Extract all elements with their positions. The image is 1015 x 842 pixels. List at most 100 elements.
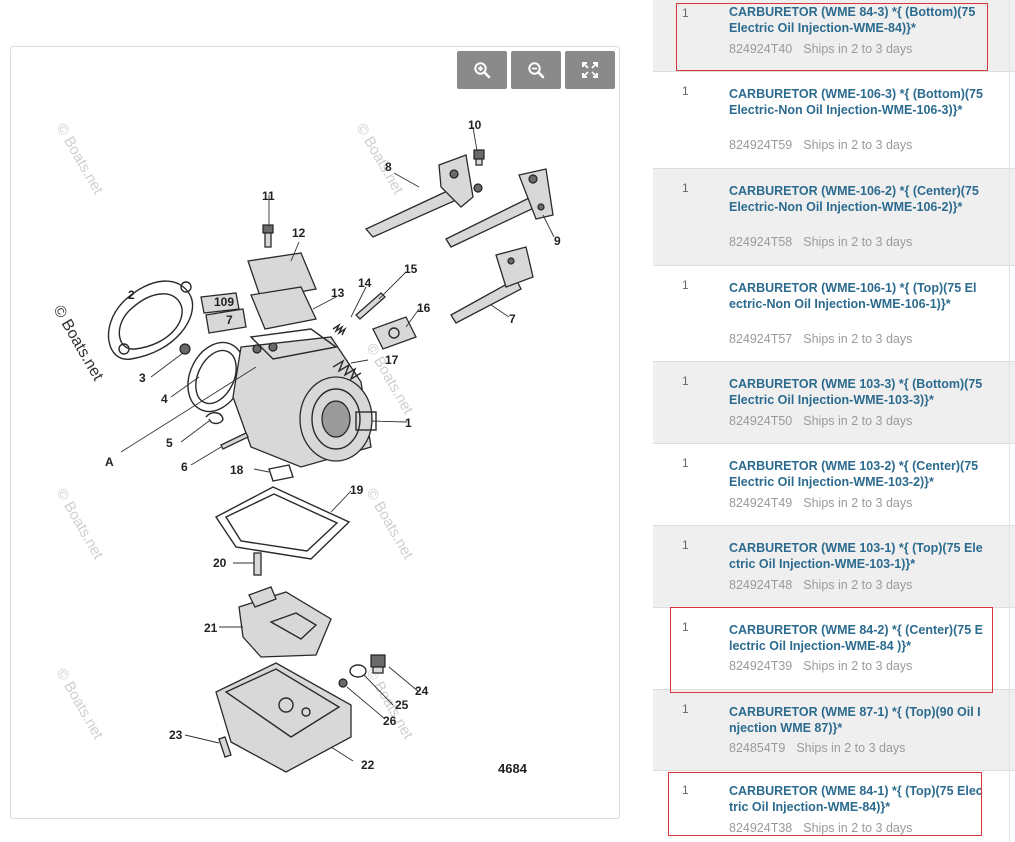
- part-7-shaft: [450, 246, 534, 324]
- part-sku: 824924T57: [729, 332, 793, 346]
- part-20-pin: [253, 552, 262, 576]
- callout-12: 12: [292, 226, 306, 240]
- part-meta: 824924T40 Ships in 2 to 3 days: [729, 42, 912, 56]
- callout-8: 8: [385, 160, 392, 174]
- part-17-spring: [332, 359, 362, 381]
- part-19-gasket: [214, 486, 351, 560]
- row-edge: [1009, 0, 1015, 71]
- part-11-screw: [262, 224, 274, 248]
- callout-23: 23: [169, 728, 183, 742]
- exploded-parts-diagram: © Boats.net © Boats.net © Boats.net © Bo…: [50, 118, 561, 776]
- plate-number: 4684: [498, 761, 528, 776]
- zoom-in-icon: [474, 62, 491, 79]
- part-5-clip: [205, 412, 224, 425]
- callout-7: 7: [509, 312, 516, 326]
- callout-14: 14: [358, 276, 372, 290]
- callout-17: 17: [385, 353, 399, 367]
- qty-value: 1: [682, 456, 689, 470]
- part-sku: 824924T58: [729, 235, 793, 249]
- row-edge: [1009, 771, 1015, 842]
- list-item[interactable]: 1 CARBURETOR (WME 87-1) *{ (Top)(90 Oil …: [653, 690, 1015, 771]
- part-meta: 824924T38 Ships in 2 to 3 days: [729, 821, 912, 835]
- callout-labels: 1 2 3 4 5 6 7 8 9 10 11 12 13 14 15 16 1…: [105, 118, 561, 776]
- part-9-shaft: [445, 168, 554, 248]
- ship-time: Ships in 2 to 3 days: [803, 496, 913, 510]
- tag-b-label: 7: [226, 313, 233, 327]
- callout-25: 25: [395, 698, 409, 712]
- part-15-screw: [355, 292, 386, 320]
- ship-time: Ships in 2 to 3 days: [803, 332, 913, 346]
- row-edge: [1009, 526, 1015, 607]
- part-title-link[interactable]: CARBURETOR (WME 103-2) *{ (Center)(75 El…: [729, 459, 979, 489]
- qty-value: 1: [682, 783, 689, 797]
- part-sku: 824924T49: [729, 496, 793, 510]
- watermark-1: © Boats.net: [53, 121, 107, 198]
- callout-4: 4: [161, 392, 168, 406]
- leader-lines: [150, 126, 555, 762]
- zoom-out-button[interactable]: [511, 51, 561, 89]
- callout-1: 1: [405, 416, 412, 430]
- watermark-2: © Boats.net: [353, 121, 407, 198]
- ship-time: Ships in 2 to 3 days: [803, 659, 913, 673]
- part-3-fitting: [179, 343, 191, 355]
- part-sku: 824924T39: [729, 659, 793, 673]
- part-16-cover: [372, 316, 417, 350]
- ship-time: Ships in 2 to 3 days: [803, 138, 913, 152]
- zoom-out-icon: [528, 62, 545, 79]
- callout-16: 16: [417, 301, 431, 315]
- list-item[interactable]: 1 CARBURETOR (WME 84-3) *{ (Bottom)(75 E…: [653, 0, 1015, 72]
- part-14-spring: [332, 322, 347, 336]
- callout-26: 26: [383, 714, 397, 728]
- part-title-link[interactable]: CARBURETOR (WME 84-1) *{ (Top)(75 Electr…: [729, 784, 983, 814]
- part-10-screw: [473, 149, 485, 166]
- list-item[interactable]: 1 CARBURETOR (WME 103-3) *{ (Bottom)(75 …: [653, 362, 1015, 444]
- ship-time: Ships in 2 to 3 days: [796, 741, 906, 755]
- list-item[interactable]: 1 CARBURETOR (WME 84-1) *{ (Top)(75 Elec…: [653, 771, 1015, 842]
- part-title-link[interactable]: CARBURETOR (WME 87-1) *{ (Top)(90 Oil In…: [729, 705, 981, 735]
- ship-time: Ships in 2 to 3 days: [803, 821, 913, 835]
- part-title-link[interactable]: CARBURETOR (WME 84-2) *{ (Center)(75 Ele…: [729, 623, 983, 653]
- zoom-controls: [457, 51, 615, 89]
- watermark-dark: © Boats.net: [50, 303, 107, 385]
- part-18-gasket: [268, 464, 294, 482]
- ship-time: Ships in 2 to 3 days: [803, 414, 913, 428]
- part-meta: 824924T39 Ships in 2 to 3 days: [729, 659, 912, 673]
- list-item[interactable]: 1 CARBURETOR (WME-106-3) *{ (Bottom)(75 …: [653, 72, 1015, 169]
- callout-a-line: [120, 366, 257, 453]
- zoom-in-button[interactable]: [457, 51, 507, 89]
- list-item[interactable]: 1 CARBURETOR (WME 84-2) *{ (Center)(75 E…: [653, 608, 1015, 690]
- part-sku: 824924T40: [729, 42, 793, 56]
- part-meta: 824924T59 Ships in 2 to 3 days: [729, 138, 912, 152]
- row-edge: [1009, 690, 1015, 770]
- list-item[interactable]: 1 CARBURETOR (WME 103-1) *{ (Top)(75 Ele…: [653, 526, 1015, 608]
- part-6-pin: [220, 432, 249, 450]
- part-meta: 824924T49 Ships in 2 to 3 days: [729, 496, 912, 510]
- list-item[interactable]: 1 CARBURETOR (WME 103-2) *{ (Center)(75 …: [653, 444, 1015, 526]
- part-sku: 824924T38: [729, 821, 793, 835]
- watermark-7: © Boats.net: [363, 666, 417, 743]
- callout-15: 15: [404, 262, 418, 276]
- callout-6: 6: [181, 460, 188, 474]
- part-title-link[interactable]: CARBURETOR (WME 103-1) *{ (Top)(75 Elect…: [729, 541, 983, 571]
- part-title-link[interactable]: CARBURETOR (WME-106-2) *{ (Center)(75 El…: [729, 184, 979, 214]
- callout-5: 5: [166, 436, 173, 450]
- part-title-link[interactable]: CARBURETOR (WME-106-1) *{ (Top)(75 Elect…: [729, 281, 977, 311]
- part-title-link[interactable]: CARBURETOR (WME-106-3) *{ (Bottom)(75 El…: [729, 87, 983, 117]
- part-title-link[interactable]: CARBURETOR (WME 103-3) *{ (Bottom)(75 El…: [729, 377, 983, 407]
- fullscreen-button[interactable]: [565, 51, 615, 89]
- part-title-link[interactable]: CARBURETOR (WME 84-3) *{ (Bottom)(75 Ele…: [729, 5, 976, 35]
- list-item[interactable]: 1 CARBURETOR (WME-106-1) *{ (Top)(75 Ele…: [653, 266, 1015, 362]
- part-1-carburetor-body: [232, 328, 377, 468]
- part-tags: 109 7: [200, 292, 247, 334]
- part-24-plug: [370, 654, 386, 674]
- row-edge: [1009, 362, 1015, 443]
- list-item[interactable]: 1 CARBURETOR (WME-106-2) *{ (Center)(75 …: [653, 169, 1015, 266]
- callout-20: 20: [213, 556, 227, 570]
- row-edge: [1009, 72, 1015, 168]
- watermark-4: © Boats.net: [53, 486, 107, 563]
- part-sku: 824924T59: [729, 138, 793, 152]
- part-sku: 824854T9: [729, 741, 786, 755]
- qty-value: 1: [682, 181, 689, 195]
- ship-time: Ships in 2 to 3 days: [803, 42, 913, 56]
